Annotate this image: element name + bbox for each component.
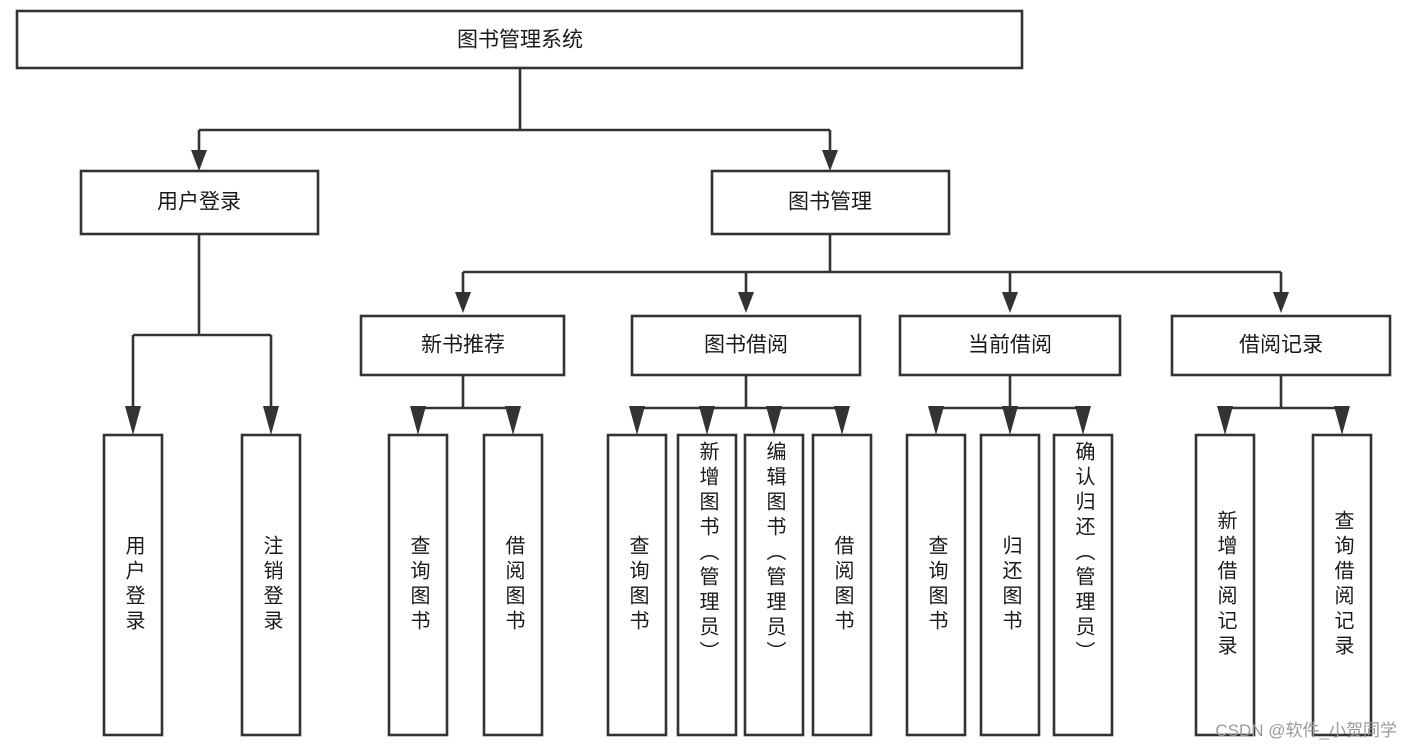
arrow-head-icon (1002, 292, 1018, 313)
node-current-borrow-box (898, 314, 1122, 377)
arrow-head-icon (125, 406, 141, 435)
arrow-head-icon (1334, 406, 1350, 435)
leaf-box-book-borrow-0[interactable] (606, 433, 668, 737)
arrow-head-icon (629, 406, 645, 435)
leaf-box-current-borrow-0[interactable] (905, 433, 967, 737)
arrow-head-icon (822, 150, 838, 171)
leaf-box-borrow-record-0[interactable] (1194, 433, 1256, 737)
leaf-box-new-book-recommend-1[interactable] (482, 433, 544, 737)
leaf-box-user-login-0[interactable] (102, 433, 164, 737)
arrow-head-icon (505, 406, 521, 435)
leaf-box-borrow-record-1[interactable] (1311, 433, 1373, 737)
arrow-head-icon (191, 150, 207, 171)
arrow-head-icon (928, 406, 944, 435)
node-book-management[interactable]: 图书管理 (710, 169, 951, 236)
leaf-box-user-login-1[interactable] (240, 433, 302, 737)
leaf-box-book-borrow-1[interactable] (676, 433, 738, 737)
node-borrow-record-label: 借阅记录 (1239, 334, 1323, 357)
node-user-login-label: 用户登录 (157, 191, 241, 214)
leaf-box-book-borrow-3[interactable] (811, 433, 873, 737)
node-book-borrow[interactable]: 图书借阅 (630, 314, 862, 377)
node-borrow-record[interactable]: 借阅记录 (1170, 314, 1392, 377)
arrow-head-icon (1273, 292, 1289, 313)
node-book-borrow-label: 图书借阅 (704, 334, 788, 357)
node-current-borrow-label: 当前借阅 (968, 334, 1052, 357)
arrow-head-icon (410, 406, 426, 435)
arrow-head-icon (1002, 406, 1018, 435)
connector-root-to-level2 (191, 68, 838, 171)
node-root-box (15, 9, 1024, 70)
leaf-box-book-borrow-2[interactable] (743, 433, 805, 737)
arrow-head-icon (263, 406, 279, 435)
arrow-head-icon (834, 406, 850, 435)
node-user-login[interactable]: 用户登录 (79, 169, 320, 236)
arrow-head-icon (1217, 406, 1233, 435)
connector-current-borrow-to-leaves (928, 375, 1091, 435)
connector-new-book-recommend-to-leaves (410, 375, 521, 435)
leaf-box-new-book-recommend-0[interactable] (387, 433, 449, 737)
arrow-head-icon (738, 292, 754, 313)
connector-book-management-to-level3 (455, 234, 1289, 313)
connector-user-login-to-leaves (125, 234, 279, 435)
arrow-head-icon (766, 406, 782, 435)
connector-borrow-record-to-leaves (1217, 375, 1350, 435)
node-root-label: 图书管理系统 (457, 29, 583, 52)
arrow-head-icon (455, 292, 471, 313)
connector-book-borrow-to-leaves (629, 375, 850, 435)
node-book-management-label: 图书管理 (788, 191, 872, 214)
node-new-book-recommend-box (359, 314, 566, 377)
node-new-book-recommend-label: 新书推荐 (421, 334, 505, 357)
node-new-book-recommend[interactable]: 新书推荐 (359, 314, 566, 377)
leaf-box-current-borrow-1[interactable] (979, 433, 1041, 737)
arrow-head-icon (699, 406, 715, 435)
node-current-borrow[interactable]: 当前借阅 (898, 314, 1122, 377)
node-user-login-box (79, 169, 320, 236)
arrow-head-icon (1075, 406, 1091, 435)
node-root[interactable]: 图书管理系统 (15, 9, 1024, 70)
leaf-box-current-borrow-2[interactable] (1052, 433, 1114, 737)
